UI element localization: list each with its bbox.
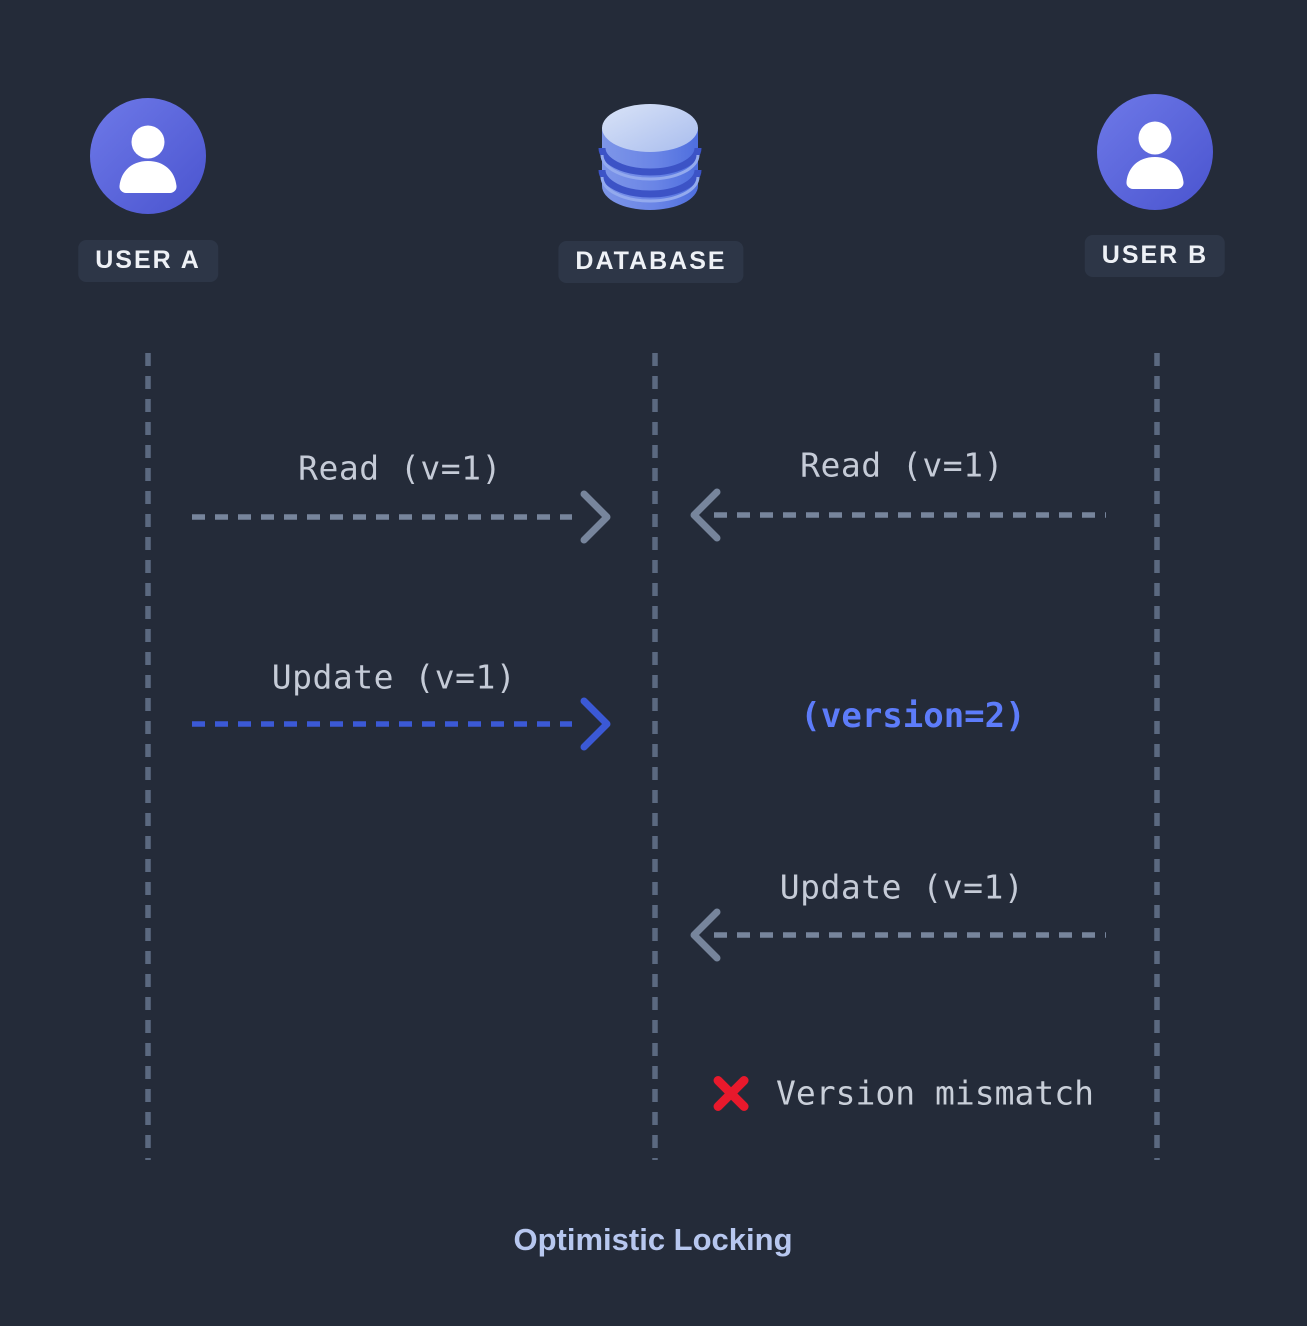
actor-user-a bbox=[90, 98, 206, 219]
user-a-avatar-icon bbox=[90, 98, 206, 214]
user-b-avatar-icon bbox=[1097, 94, 1213, 210]
message-label-update-b: Update (v=1) bbox=[779, 867, 1025, 907]
database-icon bbox=[598, 104, 702, 210]
x-mark-icon bbox=[713, 1075, 749, 1111]
arrow-update-b-head bbox=[690, 908, 721, 962]
message-label-read-b: Read (v=1) bbox=[800, 445, 1004, 485]
mismatch-label: Version mismatch bbox=[776, 1073, 1094, 1113]
arrow-read-a-head bbox=[580, 490, 611, 544]
actor-user-b bbox=[1097, 94, 1213, 215]
actor-label-user-b: USER B bbox=[1084, 235, 1226, 277]
actor-database bbox=[594, 94, 706, 223]
version-note: (version=2) bbox=[800, 696, 1026, 736]
actor-label-user-a: USER A bbox=[78, 240, 218, 282]
actor-label-database: DATABASE bbox=[558, 241, 744, 283]
diagram-title: Optimistic Locking bbox=[513, 1222, 793, 1257]
message-label-update-a: Update (v=1) bbox=[271, 657, 517, 697]
arrow-update-a-head bbox=[580, 697, 611, 751]
mismatch-row: Version mismatch bbox=[712, 1074, 1094, 1113]
arrow-read-b-head bbox=[690, 488, 721, 542]
message-label-read-a: Read (v=1) bbox=[298, 448, 502, 488]
